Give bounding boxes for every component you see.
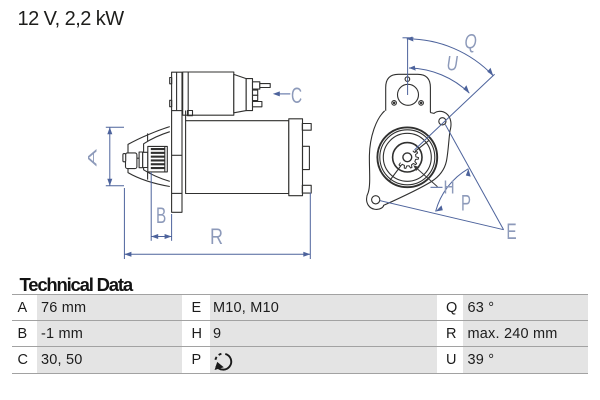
- svg-text:H: H: [444, 177, 455, 198]
- svg-text:A: A: [86, 148, 100, 166]
- svg-text:E: E: [506, 220, 516, 244]
- svg-text:B: B: [156, 204, 166, 228]
- svg-text:C: C: [291, 84, 302, 108]
- svg-text:R: R: [210, 225, 223, 249]
- svg-text:U: U: [447, 51, 459, 75]
- svg-text:P: P: [461, 191, 471, 216]
- svg-text:Q: Q: [465, 29, 477, 53]
